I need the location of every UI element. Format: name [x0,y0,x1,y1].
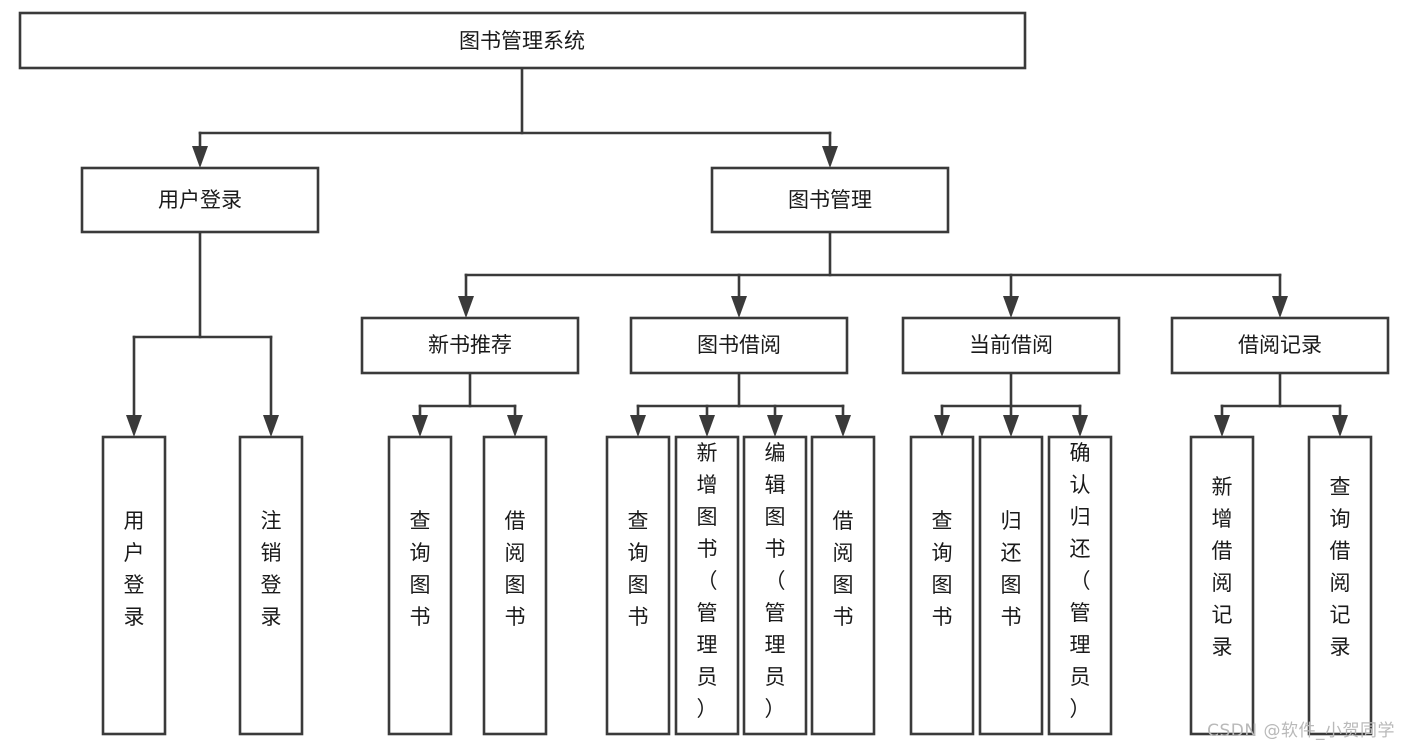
leaf-node-borrow-book-2-label: 借阅图书 [833,509,854,629]
leaf-node-add-book[interactable]: 新增图书（管理员） [674,435,740,736]
leaf-node-query-book-2[interactable]: 查询图书 [605,435,671,736]
leaf-node-query-book-2-label: 查询图书 [628,509,649,629]
leaf-node-confirm-return[interactable]: 确认归还（管理员） [1047,435,1113,736]
node-user-login-label: 用户登录 [158,188,242,212]
csdn-watermark: CSDN @软件_小贺同学 [1207,721,1395,741]
leaf-node-user-logout-label: 注销登录 [261,509,282,629]
leaf-node-query-book-3-label: 查询图书 [932,509,953,629]
leaf-node-add-book-label: 新增图书（管理员） [697,441,718,721]
node-user-login[interactable]: 用户登录 [80,166,320,234]
connector-new-book-recommend-to-leaves [412,371,523,437]
leaf-node-borrow-book-1-label: 借阅图书 [505,509,526,629]
node-new-book-recommend-label: 新书推荐 [428,333,512,357]
leaf-node-query-record[interactable]: 查询借阅记录 [1307,435,1373,736]
connector-user-login-to-leaves [126,230,279,437]
leaf-node-borrow-book-1[interactable]: 借阅图书 [482,435,548,736]
node-borrow-record[interactable]: 借阅记录 [1170,316,1390,375]
node-borrow-record-label: 借阅记录 [1238,333,1322,357]
leaf-node-edit-book[interactable]: 编辑图书（管理员） [742,435,808,736]
leaf-node-return-book-label: 归还图书 [1001,509,1022,629]
node-book-borrow-label: 图书借阅 [697,333,781,357]
leaf-node-return-book[interactable]: 归还图书 [978,435,1044,736]
connector-root-to-level2 [192,66,838,168]
leaf-node-user-logout[interactable]: 注销登录 [238,435,304,736]
leaf-node-query-book-1[interactable]: 查询图书 [387,435,453,736]
connector-borrow-record-to-leaves [1214,371,1348,437]
leaf-node-query-book-1-label: 查询图书 [410,509,431,629]
leaf-node-add-record-label: 新增借阅记录 [1212,475,1233,659]
node-book-borrow[interactable]: 图书借阅 [629,316,849,375]
leaf-node-query-book-3[interactable]: 查询图书 [909,435,975,736]
node-current-borrow[interactable]: 当前借阅 [901,316,1121,375]
leaf-node-confirm-return-label: 确认归还（管理员） [1070,441,1091,721]
connector-book-management-to-level3 [458,230,1288,318]
leaf-node-query-record-label: 查询借阅记录 [1330,475,1351,659]
node-book-management[interactable]: 图书管理 [710,166,950,234]
leaf-node-user-login-label: 用户登录 [124,509,145,629]
leaf-node-add-record[interactable]: 新增借阅记录 [1189,435,1255,736]
node-book-management-label: 图书管理 [788,188,872,212]
node-current-borrow-label: 当前借阅 [969,333,1053,357]
leaf-node-user-login[interactable]: 用户登录 [101,435,167,736]
leaf-node-borrow-book-2[interactable]: 借阅图书 [810,435,876,736]
connector-book-borrow-to-leaves [630,371,851,437]
leaf-node-edit-book-label: 编辑图书（管理员） [765,441,786,721]
connector-current-borrow-to-leaves [934,371,1088,437]
node-root[interactable]: 图书管理系统 [18,11,1027,70]
node-new-book-recommend[interactable]: 新书推荐 [360,316,580,375]
node-root-label: 图书管理系统 [459,29,585,53]
